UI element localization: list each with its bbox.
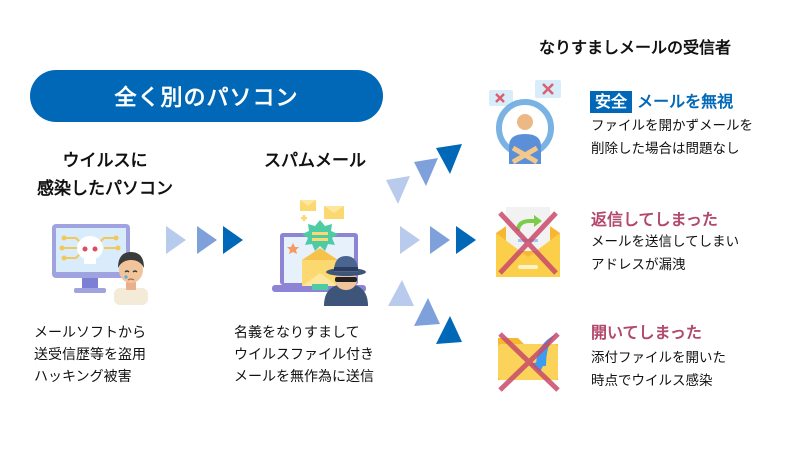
opened-item-description: 添付ファイルを開いた 時点でウイルス感染 — [591, 347, 791, 393]
infected-pc-desc-line1: メールソフトから — [34, 325, 146, 341]
replied-item-desc-line1: メールを送信してしまい — [591, 234, 740, 250]
reply-mail-crossed-icon — [496, 207, 560, 277]
safe-tag: 安全 — [590, 91, 633, 113]
infected-pc-description: メールソフトから 送受信歴等を盗用 ハッキング被害 — [34, 322, 204, 388]
infected-pc-desc-line2: 送受信歴等を盗用 — [34, 347, 146, 363]
open-attachment-crossed-icon — [498, 332, 560, 392]
arrow-dark — [223, 226, 243, 254]
spam-mail-desc-line1: 名義をなりすまして — [234, 325, 360, 341]
replied-item-description: メールを送信してしまい アドレスが漏洩 — [591, 231, 791, 277]
spam-mail-description: 名義をなりすまして ウイルスファイル付き メールを無作為に送信 — [234, 322, 414, 388]
arrow-up-light — [386, 176, 410, 204]
banner-pill: 全く別のパソコン — [30, 70, 383, 122]
infected-computer-icon — [52, 224, 148, 305]
opened-item-heading: 開いてしまった — [591, 323, 702, 342]
flow-arrows-left — [166, 226, 243, 254]
arrow-down-light — [388, 280, 414, 306]
arrow-mid-light — [400, 226, 420, 254]
arrow-down-dark — [436, 316, 462, 344]
safe-item-desc-line1: ファイルを開かずメールを — [591, 118, 753, 134]
spam-mail-desc-line3: メールを無作為に送信 — [234, 369, 374, 385]
arrow-mid-mid — [430, 226, 450, 254]
flow-arrows-fan — [386, 144, 476, 344]
infected-pc-desc-line3: ハッキング被害 — [34, 369, 132, 385]
replied-item-desc-line2: アドレスが漏洩 — [591, 257, 686, 273]
receivers-title: なりすましメールの受信者 — [538, 38, 731, 57]
safe-item-description: ファイルを開かずメールを 削除した場合は問題なし — [591, 115, 791, 161]
spam-mail-spy-icon — [272, 200, 368, 306]
infected-pc-title-line1: ウイルスに — [62, 151, 148, 171]
safe-item-desc-line2: 削除した場合は問題なし — [591, 141, 740, 157]
opened-item-desc-line1: 添付ファイルを開いた — [591, 350, 726, 366]
arrow-mid-dark — [456, 226, 476, 254]
person-ignoring-mail-icon — [489, 80, 561, 165]
arrow-up-mid — [414, 158, 438, 186]
replied-item-heading: 返信してしまった — [591, 210, 718, 229]
arrow-up-dark — [436, 144, 462, 174]
banner-label: 全く別のパソコン — [114, 86, 299, 111]
infected-pc-title: ウイルスに 感染したパソコン — [20, 147, 190, 203]
infected-pc-title-line2: 感染したパソコン — [37, 179, 173, 199]
arrow-down-mid — [414, 298, 440, 326]
arrow-light — [166, 226, 186, 254]
opened-item-desc-line2: 時点でウイルス感染 — [591, 373, 713, 389]
spam-mail-title: スパムメール — [264, 151, 366, 171]
spam-mail-desc-line2: ウイルスファイル付き — [234, 347, 374, 363]
safe-item-header: 安全 メールを無視 — [590, 88, 733, 113]
safe-item-heading: メールを無視 — [637, 92, 734, 111]
arrow-mid — [197, 226, 217, 254]
